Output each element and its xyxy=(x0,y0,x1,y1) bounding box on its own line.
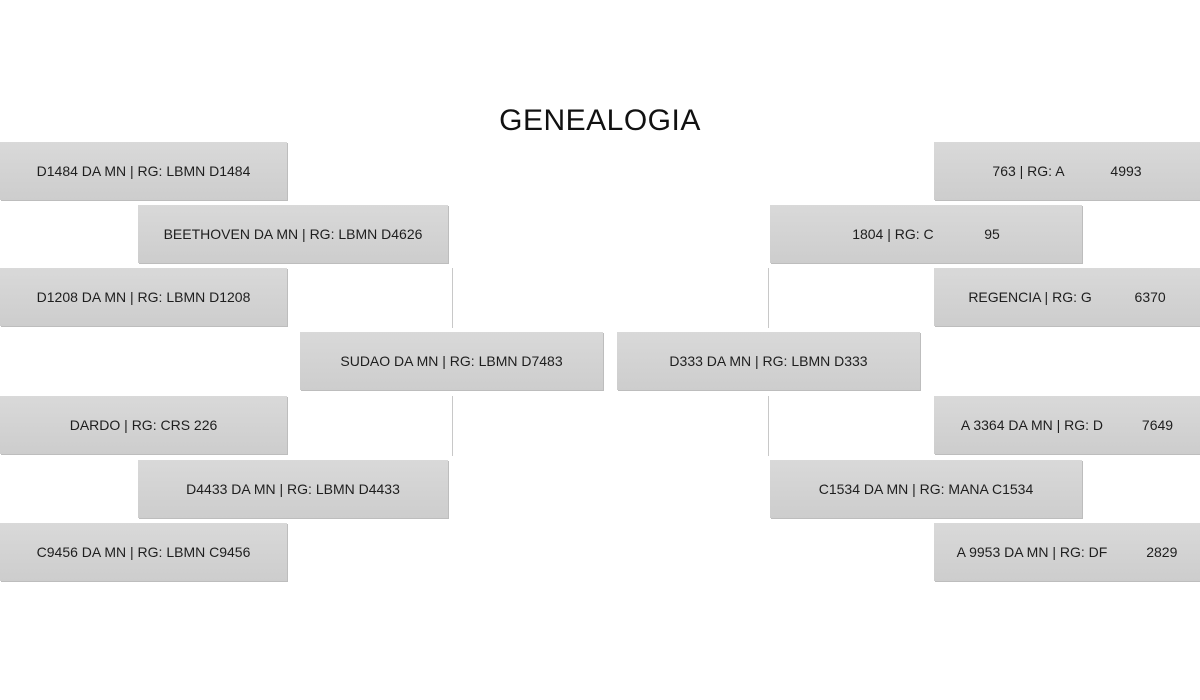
connector-line xyxy=(452,396,453,456)
sire-ggp-2: D1208 DA MN | RG: LBMN D1208 xyxy=(0,268,287,326)
connector-line xyxy=(452,268,453,328)
maternal-grandsire: 1804 | RG: C 95 xyxy=(770,205,1082,263)
dam: D333 DA MN | RG: LBMN D333 xyxy=(617,332,920,390)
sire-ggp-1: D1484 DA MN | RG: LBMN D1484 xyxy=(0,142,287,200)
dam-ggp-2: REGENCIA | RG: G 6370 xyxy=(934,268,1200,326)
maternal-granddam: C1534 DA MN | RG: MANA C1534 xyxy=(770,460,1082,518)
sire: SUDAO DA MN | RG: LBMN D7483 xyxy=(300,332,603,390)
sire-ggp-4: C9456 DA MN | RG: LBMN C9456 xyxy=(0,523,287,581)
paternal-grandsire: BEETHOVEN DA MN | RG: LBMN D4626 xyxy=(138,205,448,263)
page-title: GENEALOGIA xyxy=(499,104,701,137)
dam-ggp-1: 763 | RG: A 4993 xyxy=(934,142,1200,200)
sire-ggp-3: DARDO | RG: CRS 226 xyxy=(0,396,287,454)
dam-ggp-4: A 9953 DA MN | RG: DF 2829 xyxy=(934,523,1200,581)
dam-ggp-3: A 3364 DA MN | RG: D 7649 xyxy=(934,396,1200,454)
connector-line xyxy=(768,268,769,328)
connector-line xyxy=(768,396,769,456)
paternal-granddam: D4433 DA MN | RG: LBMN D4433 xyxy=(138,460,448,518)
